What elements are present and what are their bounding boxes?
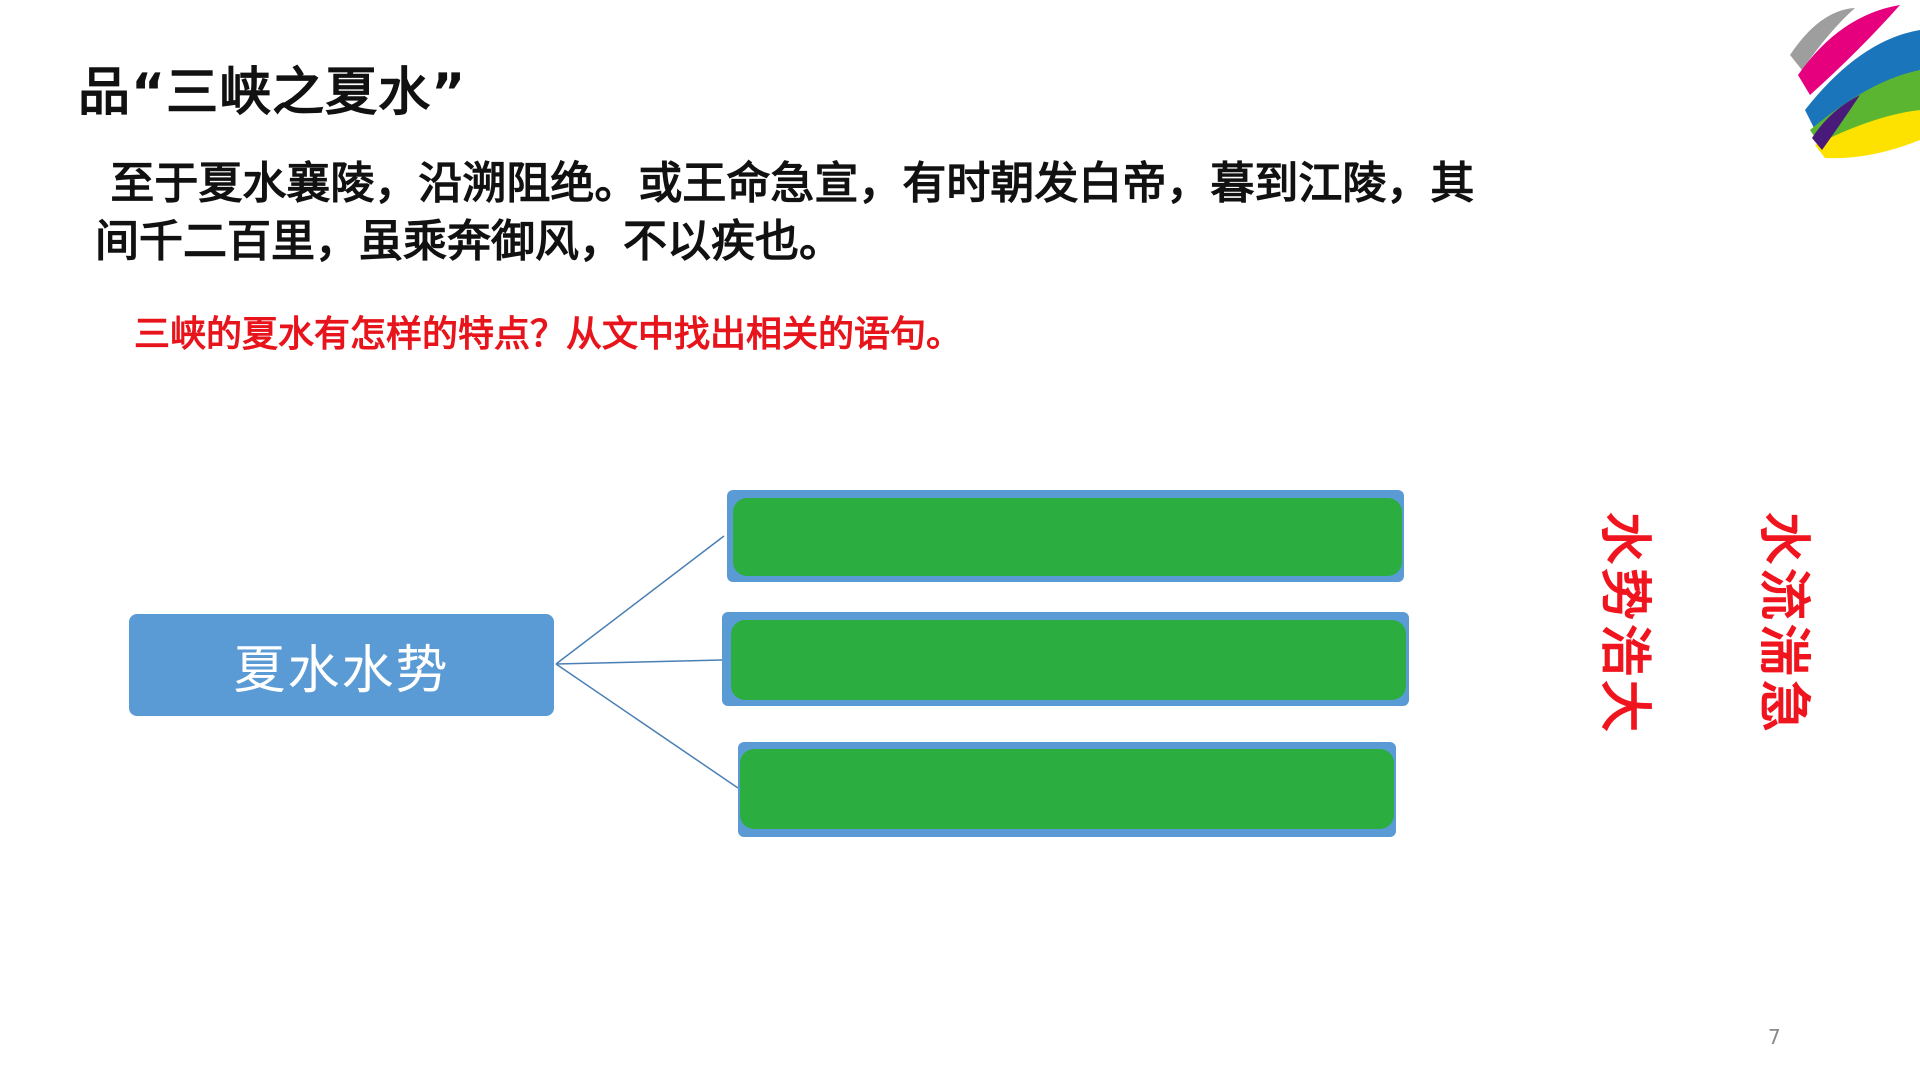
diagram-main-label: 夏水水势 <box>233 640 450 701</box>
page-number: 7 <box>1768 1025 1781 1049</box>
question-text: 三峡的夏水有怎样的特点？从文中找出相关的语句。 <box>134 314 963 355</box>
answer-1-char-1: 水 <box>1594 511 1654 564</box>
connector-line-bottom <box>555 663 739 789</box>
answer-2-char-1: 水 <box>1753 511 1813 564</box>
answer-water-volume: 水 势 浩 大 <box>1594 510 1654 734</box>
connector-line-top <box>555 535 725 665</box>
answer-1-char-4: 大 <box>1594 679 1654 732</box>
diagram-branch-box-3 <box>738 742 1396 837</box>
diagram-branch-fill-1 <box>733 498 1402 576</box>
passage-line-1: 至于夏水襄陵，沿溯阻绝。或王命急宣，有时朝发白帝，暮到江陵，其 <box>95 158 1475 209</box>
answer-2-char-3: 湍 <box>1753 623 1813 676</box>
diagram-main-box: 夏水水势 <box>129 614 554 716</box>
diagram-branch-box-2 <box>722 612 1409 706</box>
answer-1-char-2: 势 <box>1594 567 1654 620</box>
connector-line-middle <box>555 659 723 665</box>
answer-1-char-3: 浩 <box>1594 623 1654 676</box>
diagram-branch-fill-3 <box>740 749 1394 829</box>
colorful-swoosh-logo-icon <box>1790 5 1920 159</box>
passage-text: 至于夏水襄陵，沿溯阻绝。或王命急宣，有时朝发白帝，暮到江陵，其 间千二百里，虽乘… <box>95 155 1655 271</box>
passage-line-2: 间千二百里，虽乘奔御风，不以疾也。 <box>95 216 843 267</box>
diagram-branch-box-1 <box>727 490 1404 582</box>
diagram-branch-fill-2 <box>731 620 1406 700</box>
answer-water-speed: 水 流 湍 急 <box>1753 510 1813 734</box>
answer-2-char-4: 急 <box>1753 679 1813 732</box>
answer-2-char-2: 流 <box>1753 567 1813 620</box>
slide-title: 品“三峡之夏水” <box>78 63 467 123</box>
